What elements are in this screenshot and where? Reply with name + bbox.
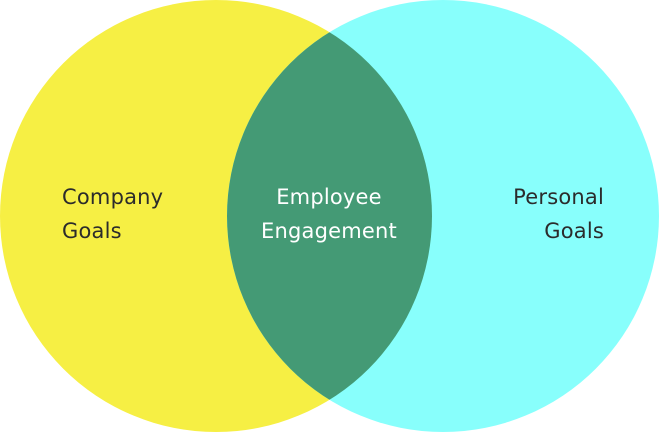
company-goals-label: Company Goals	[62, 180, 163, 248]
employee-engagement-intersection	[227, 0, 432, 432]
personal-goals-line-2: Goals	[544, 219, 604, 243]
employee-engagement-line-1: Employee	[276, 185, 382, 209]
personal-goals-line-1: Personal	[513, 185, 604, 209]
employee-engagement-line-2: Engagement	[261, 219, 397, 243]
personal-goals-label: Personal Goals	[513, 180, 604, 248]
company-goals-line-2: Goals	[62, 219, 122, 243]
company-goals-line-1: Company	[62, 185, 164, 209]
employee-engagement-label: Employee Engagement	[229, 180, 429, 248]
